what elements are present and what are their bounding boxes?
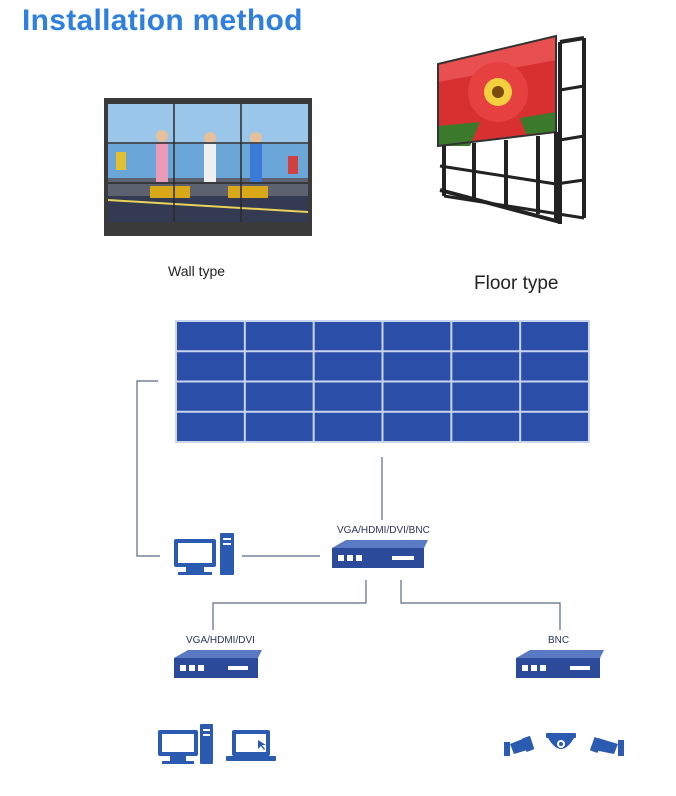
video-wall-panel <box>452 412 520 441</box>
main-matrix-switcher-icon <box>332 540 428 568</box>
video-wall-panel <box>177 382 244 411</box>
video-wall-grid <box>175 320 590 443</box>
source-computer-icon <box>174 533 234 575</box>
video-wall-panel <box>452 382 520 411</box>
bnc-converter-icon <box>516 650 604 678</box>
video-wall-panel <box>177 322 244 351</box>
floor-type-caption: Floor type <box>474 273 559 294</box>
video-wall-panel <box>383 382 451 411</box>
wall-type-photo <box>104 98 312 236</box>
floor-type-photo <box>437 34 586 224</box>
video-wall-panel <box>177 412 244 441</box>
video-wall-panel <box>383 352 451 381</box>
wall-type-caption: Wall type <box>168 263 226 279</box>
video-wall-panel <box>314 412 382 441</box>
desktop-computer-icon <box>158 724 213 764</box>
video-wall-frame <box>175 320 590 443</box>
page-title: Installation method <box>22 4 303 37</box>
left-connector-label: VGA/HDMI/DVI <box>186 635 255 646</box>
main-connector-label: VGA/HDMI/DVI/BNC <box>337 525 430 536</box>
laptop-icon <box>226 730 276 761</box>
video-wall-panel <box>521 352 588 381</box>
dome-camera-icon <box>546 733 576 749</box>
video-wall-panel <box>383 322 451 351</box>
video-wall-panel <box>245 412 313 441</box>
security-camera-left-icon <box>504 736 535 756</box>
vga-hdmi-dvi-converter-icon <box>174 650 262 678</box>
video-wall-panel <box>521 322 588 351</box>
video-wall-panel <box>177 352 244 381</box>
video-wall-panel <box>521 412 588 441</box>
right-connector-label: BNC <box>548 635 570 646</box>
connection-lines <box>136 380 561 630</box>
video-wall-panel <box>452 322 520 351</box>
security-camera-right-icon <box>589 737 624 756</box>
video-wall-panel <box>314 322 382 351</box>
video-wall-panel <box>245 382 313 411</box>
video-wall-panel <box>245 322 313 351</box>
video-wall-panel <box>314 352 382 381</box>
video-wall-panel <box>452 352 520 381</box>
video-wall-panel <box>521 382 588 411</box>
video-wall-panel <box>314 382 382 411</box>
video-wall-panel <box>383 412 451 441</box>
video-wall-panel <box>245 352 313 381</box>
